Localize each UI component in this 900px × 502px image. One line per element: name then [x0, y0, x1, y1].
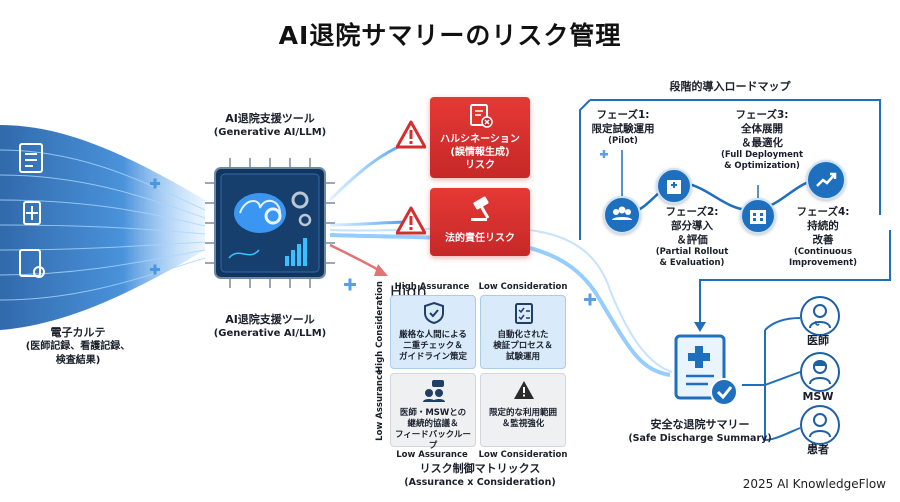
- phase-4-en1: (Continuous: [793, 247, 853, 257]
- matrix-cell-hi-hi: 厳格な人間による 二重チェック＆ ガイドライン策定: [390, 295, 476, 369]
- risk-hallucination-line1: ハルシネーション: [440, 134, 520, 145]
- phase-1-en: (Pilot): [608, 136, 638, 146]
- ai-tool-title-top: AI退院支援ツール: [225, 112, 315, 125]
- doctor-avatar: [800, 296, 840, 336]
- document-check-icon: [674, 334, 738, 406]
- phase-2-jp2: ＆評価: [676, 234, 708, 246]
- safe-summary-label: 安全な退院サマリー (Safe Discharge Summary): [625, 418, 775, 446]
- matrix-cell-hi-lo: 自動化された 検証プロセス＆ 試験運用: [480, 295, 566, 369]
- doctor-icon: [809, 304, 831, 329]
- ai-chip: [205, 158, 335, 288]
- ai-tool-title-bottom: AI退院支援ツール: [225, 313, 315, 326]
- matrix-cell-2-line2: 検証プロセス＆: [493, 341, 553, 351]
- phase-3-node: [740, 198, 776, 234]
- phase-3-jp1: 全体展開: [741, 123, 783, 135]
- risk-hallucination-line3: リスク: [465, 160, 495, 171]
- phase-3-name: フェーズ3:: [735, 109, 789, 121]
- warning-icon: [396, 120, 426, 149]
- risk-legal: 法的責任リスク: [430, 188, 530, 256]
- warning-icon: [396, 206, 426, 235]
- source-icons: [12, 140, 52, 290]
- trend-up-icon: [816, 172, 837, 187]
- hospital-icon: [667, 180, 681, 194]
- matrix-cell-2-line1: 自動化された: [497, 330, 549, 340]
- phase-2-label: フェーズ2: 部分導入 ＆評価 (Partial Rollout & Evalu…: [650, 205, 734, 269]
- matrix-cell-2-line3: 試験運用: [505, 352, 540, 362]
- risk-legal-line1: 法的責任リスク: [445, 233, 515, 244]
- social-worker-icon: [809, 360, 831, 385]
- matrix-cell-lo-hi: 医師・MSWとの 継続的協議＆ フィードバックループ: [390, 373, 476, 451]
- ai-tool-label-bottom: AI退院支援ツール (Generative AI/LLM): [195, 313, 345, 341]
- phase-1-node: [603, 196, 641, 234]
- document-error-icon: [470, 104, 493, 128]
- people-chat-icon: [423, 380, 445, 402]
- gavel-icon: [471, 196, 490, 221]
- checklist-icon: [515, 303, 533, 324]
- matrix-hdr-top-right: Low Consideration: [478, 282, 568, 292]
- phase-2-en2: & Evaluation): [659, 258, 725, 268]
- phase-1-name: フェーズ1:: [596, 109, 650, 121]
- phase-4-name: フェーズ4:: [796, 206, 850, 218]
- matrix-cell-3-line3: フィードバックループ: [394, 430, 472, 451]
- phase-3-en1: (Full Deployment: [720, 150, 804, 160]
- msw-label: MSW: [802, 390, 834, 403]
- phase-1-label: フェーズ1: 限定試験運用 (Pilot): [582, 108, 664, 147]
- safe-summary-sub: (Safe Discharge Summary): [628, 433, 772, 444]
- source-label: 電子カルテ (医師記録、看護記録、 検査結果): [8, 326, 148, 368]
- source-detail-2: 検査結果): [55, 355, 101, 366]
- matrix-cell-lo-lo: 限定的な利用範囲 ＆監視強化: [480, 373, 566, 447]
- matrix-cell-1-line3: ガイドライン策定: [398, 352, 467, 362]
- matrix-cell-4-line1: 限定的な利用範囲: [488, 408, 557, 418]
- matrix-cell-1-line2: 二重チェック＆: [403, 341, 463, 351]
- phase-2-jp1: 部分導入: [671, 220, 713, 232]
- matrix-hdr-top-left-text: High Assurance: [394, 282, 470, 292]
- roadmap-title: 段階的導入ロードマップ: [669, 80, 791, 93]
- safe-summary-icon: [668, 332, 748, 412]
- brain-chip-icon: [205, 158, 335, 288]
- matrix-hdr-bottom-right: Low Consideration: [478, 450, 568, 460]
- matrix-cell-3-line1: 医師・MSWとの: [399, 408, 467, 418]
- phase-4-en2: Improvement): [788, 258, 858, 268]
- ai-tool-sub-bottom: (Generative AI/LLM): [213, 328, 327, 339]
- source-detail-1: (医師記録、看護記録、: [25, 341, 131, 352]
- risk-hallucination-line2: (誤情報生成): [450, 147, 510, 158]
- matrix-cell-3-line2: 継続的協議＆: [407, 419, 459, 429]
- phase-2-name: フェーズ2:: [665, 206, 719, 218]
- phase-3-en2: & Optimization): [724, 161, 800, 171]
- clipboard-icon: [19, 143, 45, 278]
- phase-3-label: フェーズ3: 全体展開 ＆最適化 (Full Deployment & Opti…: [712, 108, 812, 172]
- phase-2-en1: (Partial Rollout: [655, 247, 729, 257]
- matrix-title: リスク制御マトリックス: [419, 462, 541, 475]
- caution-icon: [514, 381, 534, 399]
- patient-icon: [809, 413, 831, 438]
- phase-4-jp2: 改善: [812, 234, 834, 246]
- doctor-label: 医師: [807, 334, 829, 347]
- matrix-cell-1-line1: 厳格な人間による: [399, 330, 467, 340]
- phase-4-jp1: 持続的: [807, 220, 839, 232]
- matrix-subtitle: (Assurance x Consideration): [404, 477, 556, 488]
- ai-tool-label-top: AI退院支援ツール (Generative AI/LLM): [195, 112, 345, 140]
- phase-2-node: [656, 168, 692, 204]
- shield-check-icon: [424, 301, 444, 325]
- risk-hallucination: ハルシネーション (誤情報生成) リスク: [430, 97, 530, 178]
- ai-tool-sub-top: (Generative AI/LLM): [213, 127, 327, 138]
- footer-credit: 2025 AI KnowledgeFlow: [742, 477, 886, 491]
- source-title: 電子カルテ: [50, 326, 106, 339]
- msw-avatar: [800, 352, 840, 392]
- matrix-row-bottom: Low Assurance: [375, 369, 385, 441]
- matrix-caption: リスク制御マトリックス (Assurance x Consideration): [380, 462, 580, 490]
- phase-1-jp: 限定試験運用: [591, 123, 655, 135]
- patient-label: 患者: [807, 443, 829, 456]
- matrix-hdr-bottom-left: Low Assurance: [396, 450, 468, 460]
- phase-4-node: [806, 160, 846, 200]
- patient-avatar: [800, 405, 840, 445]
- building-icon: [750, 210, 766, 224]
- matrix-cell-4-line2: ＆監視強化: [501, 419, 545, 429]
- safe-summary-title: 安全な退院サマリー: [650, 418, 750, 431]
- phase-3-jp2: ＆最適化: [741, 137, 783, 149]
- team-icon: [612, 206, 632, 220]
- page-title: AI退院サマリーのリスク管理: [278, 21, 622, 50]
- phase-4-label: フェーズ4: 持続的 改善 (Continuous Improvement): [783, 205, 863, 269]
